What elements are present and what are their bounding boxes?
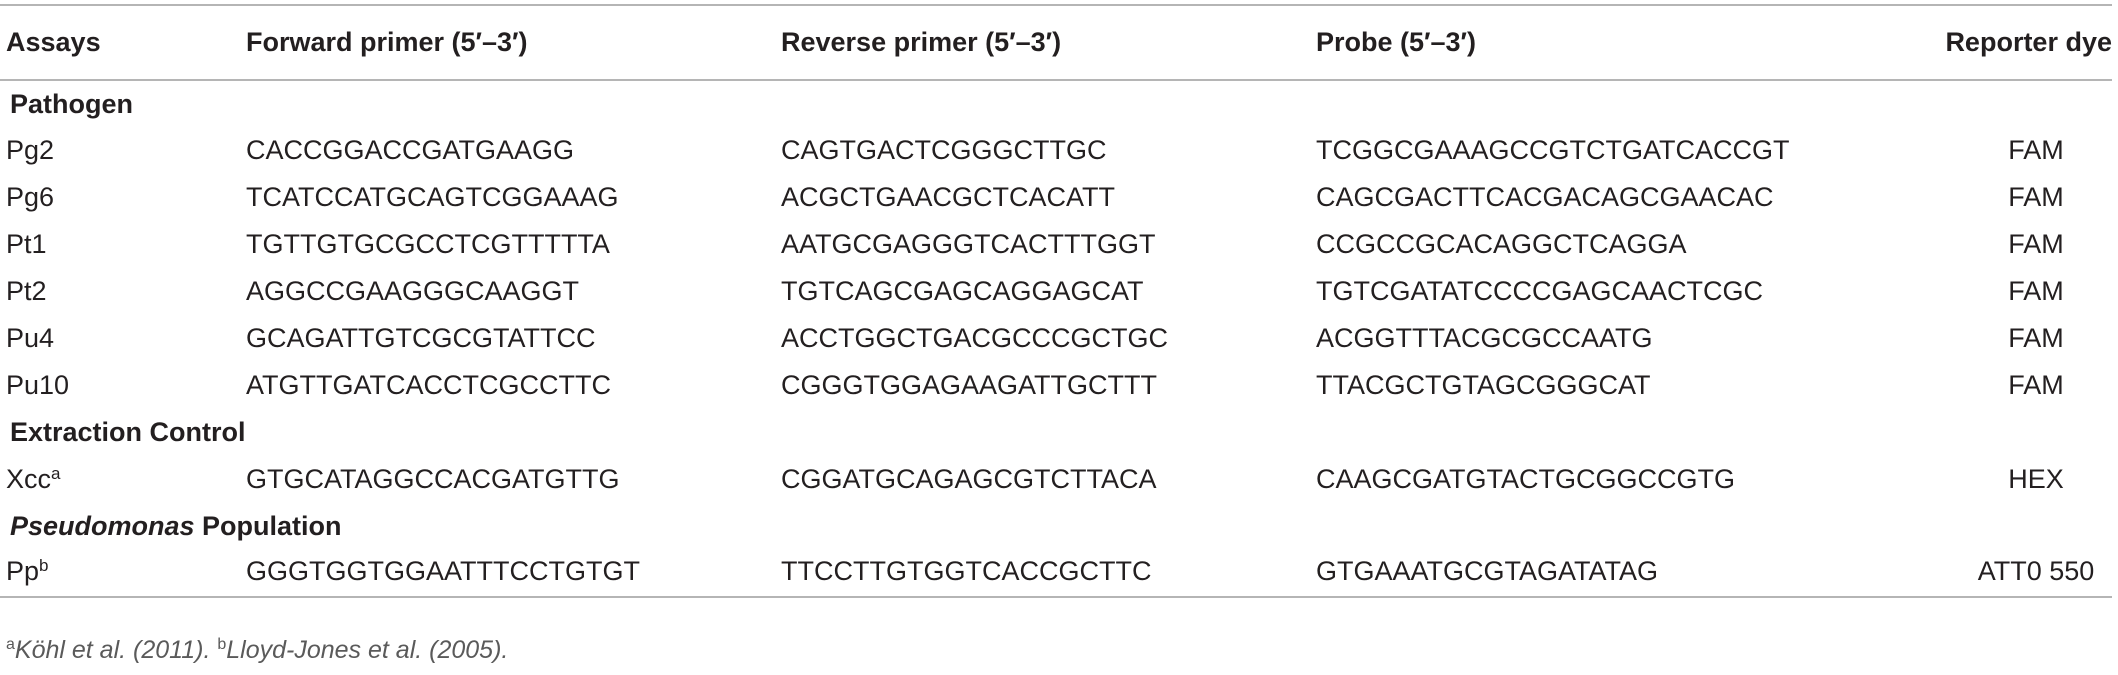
primer-table: Assays Forward primer (5′–3′) Reverse pr… <box>0 4 2112 598</box>
reporter-dye-cell: ATT0 550 <box>1920 550 2112 598</box>
assay-cell: Pu4 <box>6 323 55 353</box>
assay-cell: Pt2 <box>6 276 47 306</box>
footnote-b-marker: b <box>217 636 227 653</box>
assay-cell: Xcca <box>0 456 240 503</box>
header-reverse-primer: Reverse primer (5′–3′) <box>775 4 1310 81</box>
forward-primer-cell: CACCGGACCGATGAAGG <box>246 135 575 165</box>
forward-primer-cell: TCATCCATGCAGTCGGAAAG <box>246 182 619 212</box>
table-row: Xcca GTGCATAGGCCACGATGTTG CGGATGCAGAGCGT… <box>0 456 2112 503</box>
reporter-dye-cell: FAM <box>2008 135 2064 165</box>
forward-primer-cell: AGGCCGAAGGGCAAGGT <box>246 276 580 306</box>
section-row-extraction-control: Extraction Control <box>0 409 2112 456</box>
forward-primer-cell: ATGTTGATCACCTCGCCTTC <box>246 370 611 400</box>
reverse-primer-cell: ACCTGGCTGACGCCCGCTGC <box>781 323 1168 353</box>
probe-cell: GTGAAATGCGTAGATATAG <box>1310 550 1920 598</box>
reporter-dye-cell: HEX <box>2008 464 2064 494</box>
probe-cell: TTACGCTGTAGCGGGCAT <box>1316 370 1651 400</box>
forward-primer-cell: GGGTGGTGGAATTTCCTGTGT <box>240 550 775 598</box>
reverse-primer-cell: TGTCAGCGAGCAGGAGCAT <box>781 276 1144 306</box>
assay-cell: Ppb <box>0 550 240 598</box>
reverse-primer-cell: AATGCGAGGGTCACTTTGGT <box>781 229 1156 259</box>
section-row-pathogen: Pathogen <box>0 80 2112 127</box>
footnote-marker: a <box>51 464 61 483</box>
header-assays: Assays <box>0 4 240 81</box>
section-row-pseudomonas-population: Pseudomonas Population <box>0 503 2112 550</box>
header-reporter-dye: Reporter dye <box>1920 4 2112 81</box>
forward-primer-cell: GCAGATTGTCGCGTATTCC <box>246 323 596 353</box>
forward-primer-cell: TGTTGTGCGCCTCGTTTTTA <box>246 229 610 259</box>
probe-cell: CAAGCGATGTACTGCGGCCGTG <box>1316 464 1736 494</box>
probe-cell: ACGGTTTACGCGCCAATG <box>1316 323 1653 353</box>
reverse-primer-cell: CAGTGACTCGGGCTTGC <box>781 135 1107 165</box>
table-row: Ppb GGGTGGTGGAATTTCCTGTGT TTCCTTGTGGTCAC… <box>0 550 2112 598</box>
table-row: Pg6 TCATCCATGCAGTCGGAAAG ACGCTGAACGCTCAC… <box>0 174 2112 221</box>
section-title-rest: Population <box>194 511 342 541</box>
assay-cell: Pu10 <box>6 370 70 400</box>
section-title: Pathogen <box>10 88 134 119</box>
section-title-italic: Pseudomonas <box>10 511 195 541</box>
forward-primer-cell: GTGCATAGGCCACGATGTTG <box>246 464 620 494</box>
table-row: Pt2 AGGCCGAAGGGCAAGGT TGTCAGCGAGCAGGAGCA… <box>0 268 2112 315</box>
reverse-primer-cell: CGGGTGGAGAAGATTGCTTT <box>781 370 1157 400</box>
assay-name: Pp <box>6 555 40 586</box>
footnote-a-text: Köhl et al. (2011). <box>14 636 211 664</box>
reverse-primer-cell: CGGATGCAGAGCGTCTTACA <box>781 464 1157 494</box>
table-row: Pu4 GCAGATTGTCGCGTATTCC ACCTGGCTGACGCCCG… <box>0 315 2112 362</box>
reverse-primer-cell: TTCCTTGTGGTCACCGCTTC <box>775 550 1310 598</box>
reporter-dye-cell: FAM <box>2008 323 2064 353</box>
probe-cell: TCGGCGAAAGCCGTCTGATCACCGT <box>1316 135 1790 165</box>
table-row: Pt1 TGTTGTGCGCCTCGTTTTTA AATGCGAGGGTCACT… <box>0 221 2112 268</box>
reporter-dye-cell: FAM <box>2008 370 2064 400</box>
section-title: Pseudomonas Population <box>0 503 2112 550</box>
assay-name: Xcc <box>6 464 52 494</box>
reporter-dye-cell: FAM <box>2008 229 2064 259</box>
section-title: Extraction Control <box>10 417 246 447</box>
footnote-marker: b <box>39 555 49 575</box>
table-body: Pathogen Pg2 CACCGGACCGATGAAGG CAGTGACTC… <box>0 80 2112 598</box>
probe-cell: CCGCCGCACAGGCTCAGGA <box>1316 229 1687 259</box>
assay-cell: Pg6 <box>6 182 55 212</box>
probe-cell: CAGCGACTTCACGACAGCGAACAC <box>1316 182 1774 212</box>
table-header: Assays Forward primer (5′–3′) Reverse pr… <box>0 4 2112 81</box>
probe-cell: TGTCGATATCCCCGAGCAACTCGC <box>1316 276 1763 306</box>
assay-cell: Pt1 <box>6 229 47 259</box>
header-forward-primer: Forward primer (5′–3′) <box>240 4 775 81</box>
reporter-dye-cell: FAM <box>2008 276 2064 306</box>
footnote-a-marker: a <box>6 636 15 653</box>
table-row: Pu10 ATGTTGATCACCTCGCCTTC CGGGTGGAGAAGAT… <box>0 362 2112 409</box>
assay-cell: Pg2 <box>6 135 55 165</box>
header-probe: Probe (5′–3′) <box>1310 4 1920 81</box>
reverse-primer-cell: ACGCTGAACGCTCACATT <box>781 182 1116 212</box>
footnote-b-text: Lloyd-Jones et al. (2005). <box>226 636 509 664</box>
table-footnote: aKöhl et al. (2011). bLloyd-Jones et al.… <box>6 636 508 665</box>
table-row: Pg2 CACCGGACCGATGAAGG CAGTGACTCGGGCTTGC … <box>0 127 2112 174</box>
reporter-dye-cell: FAM <box>2008 182 2064 212</box>
